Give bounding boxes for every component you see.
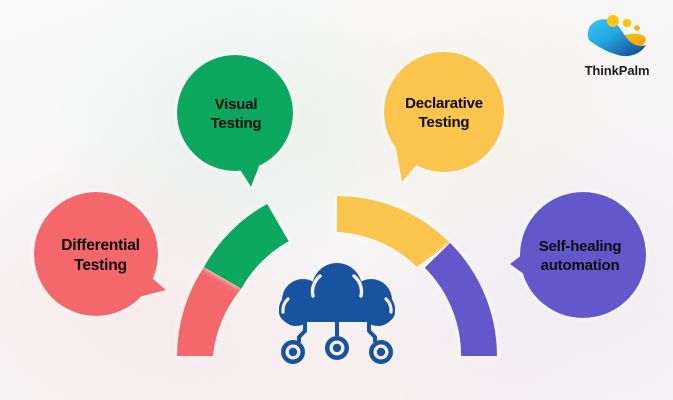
gauge-segment-differential[interactable] (176, 267, 242, 356)
gauge-segment-selfhealing[interactable] (424, 242, 497, 356)
bubble-selfhealing-automation[interactable]: Self-healing automation (510, 192, 650, 322)
bubble-shape (384, 52, 504, 182)
brand-name: ThinkPalm (584, 63, 650, 78)
cloud-node (369, 340, 393, 364)
gauge-segment-declarative[interactable] (337, 196, 451, 267)
bubble-declarative-testing[interactable]: Declarative Testing (380, 52, 508, 182)
cloud-network-icon (279, 263, 395, 364)
bubble-shape (510, 192, 646, 318)
logo-dot-small (634, 25, 640, 31)
cloud-node (281, 340, 305, 364)
bubble-differential-testing[interactable]: Differential Testing (33, 192, 168, 320)
brand-logo[interactable]: ThinkPalm (575, 12, 659, 78)
cloud-node (325, 336, 349, 360)
bubble-visual-testing[interactable]: Visual Testing (175, 55, 297, 187)
bubble-shape (34, 192, 166, 316)
bubble-shape (177, 55, 293, 187)
thinkpalm-wave-logo-icon (588, 15, 646, 57)
gauge-segment-visual[interactable] (203, 203, 289, 289)
logo-dot-medium (622, 18, 632, 28)
logo-dot-large (607, 15, 619, 27)
